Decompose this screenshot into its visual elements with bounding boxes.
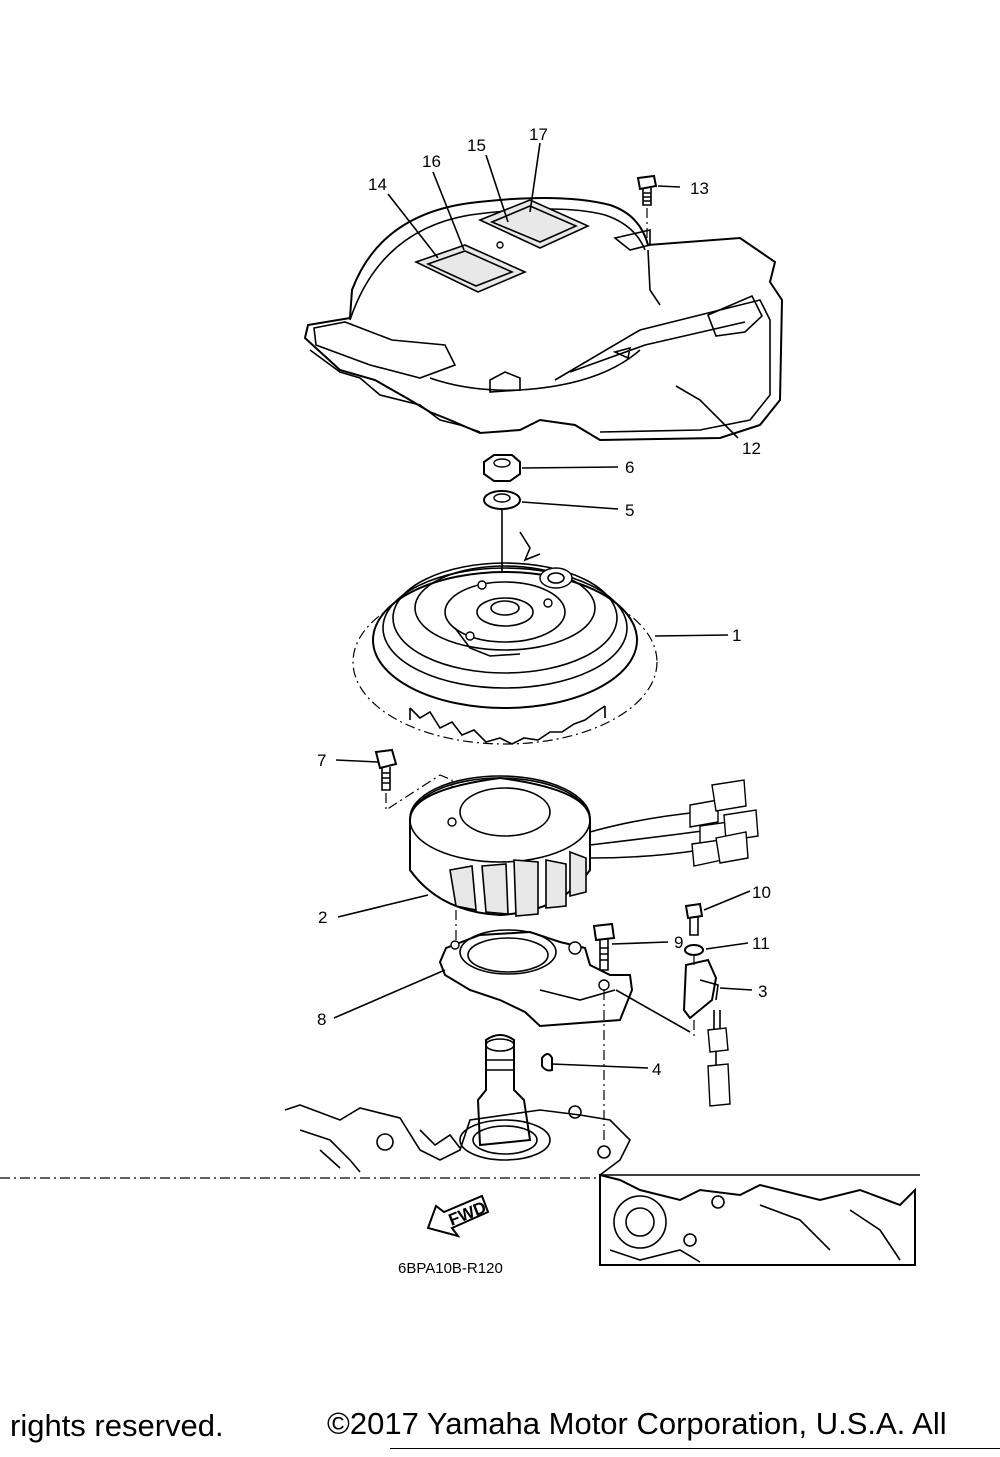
- callout-7: 7: [317, 751, 326, 770]
- flywheel-nut[interactable]: [483, 454, 521, 482]
- footer-right-text: ©2017 Yamaha Motor Corporation, U.S.A. A…: [327, 1406, 947, 1441]
- callout-4: 4: [652, 1060, 661, 1079]
- callout-5: 5: [625, 501, 634, 520]
- flywheel-washer[interactable]: [483, 490, 521, 510]
- engine-block: [0, 1034, 920, 1266]
- woodruff-key[interactable]: [541, 1053, 553, 1072]
- forward-direction-arrow: FWD: [426, 1194, 490, 1238]
- cover-bolt[interactable]: [636, 174, 658, 240]
- callout-14: 14: [368, 175, 387, 194]
- callout-13: 13: [690, 179, 709, 198]
- callout-11: 11: [752, 934, 770, 953]
- copyright-footer: rights reserved. ©2017 Yamaha Motor Corp…: [0, 1400, 1000, 1450]
- coil-screw[interactable]: [684, 902, 704, 936]
- stator-bolt[interactable]: [374, 748, 398, 791]
- callout-10: 10: [752, 883, 771, 902]
- callout-1: 1: [732, 626, 741, 645]
- callout-15: 15: [467, 136, 486, 155]
- stator-base[interactable]: [438, 929, 634, 1028]
- footer-divider: [390, 1448, 1000, 1449]
- callout-3: 3: [758, 982, 767, 1001]
- flywheel-cover[interactable]: [303, 196, 784, 442]
- callout-6: 6: [625, 458, 634, 477]
- callout-9: 9: [674, 933, 683, 952]
- fwd-arrow-label: FWD: [446, 1198, 489, 1230]
- leader-lines: [333, 142, 753, 1069]
- callout-16: 16: [422, 152, 441, 171]
- callout-17: 17: [529, 125, 548, 144]
- callout-labels: 14 16 15 17 13 12 6 5 1 7 2 10 9 11 3 8 …: [317, 125, 771, 1079]
- pulser-coil[interactable]: [682, 958, 731, 1107]
- callout-2: 2: [318, 908, 327, 927]
- footer-left-text: rights reserved.: [10, 1408, 224, 1443]
- flywheel-magneto[interactable]: [352, 531, 658, 745]
- callout-8: 8: [317, 1010, 326, 1029]
- stator-coil[interactable]: [409, 775, 759, 917]
- drawing-code: 6BPA10B-R120: [398, 1260, 503, 1277]
- callout-12: 12: [742, 439, 761, 458]
- bracket-bolt[interactable]: [592, 922, 616, 971]
- coil-washer[interactable]: [684, 944, 704, 956]
